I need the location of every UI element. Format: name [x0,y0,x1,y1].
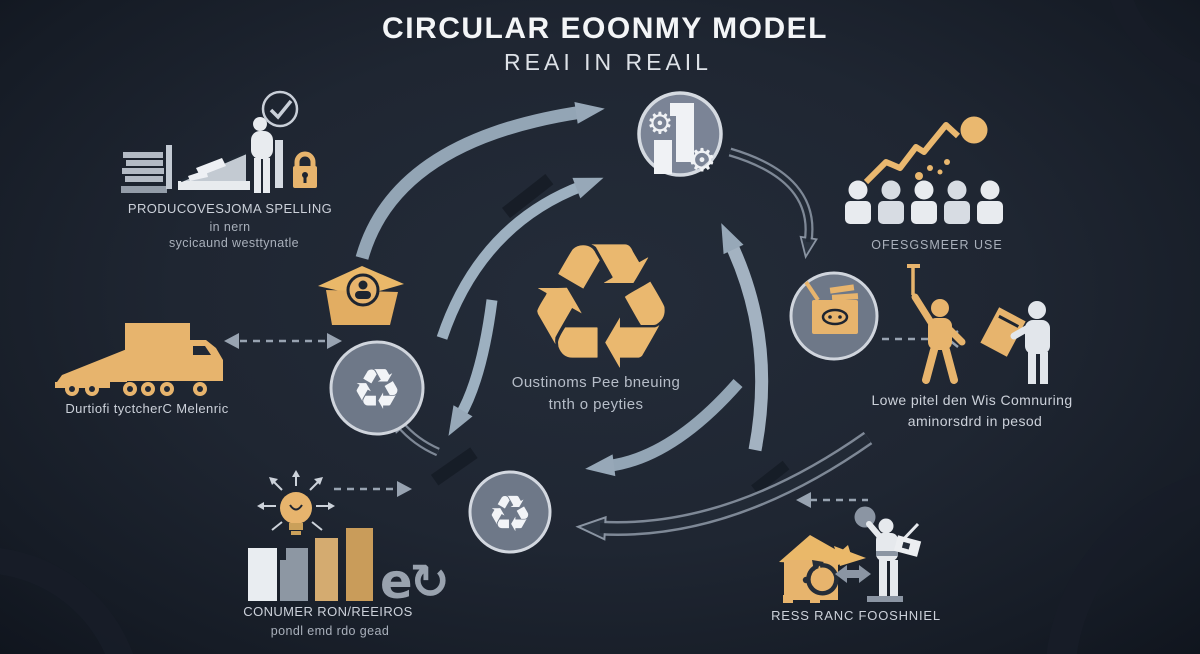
recycle-house-icon [779,535,866,603]
recycle-center-label-1: Oustinoms Pee bneuing [511,374,681,391]
consumer-returns-label-2: pondl emd rdo gead [270,624,390,638]
inner-cycle-arrow-top-left [436,177,604,340]
outer-cycle-arrow-top-left [355,102,605,260]
growth-ball-icon [960,116,988,144]
resource-recovery-label: RESS RANC FOOSHNIEL [771,608,941,623]
check-circle-icon [261,90,299,128]
consumer-returns-label-1: CONUMER RON/REEIROS [243,604,413,619]
bottom-recycle-icon: ♻ [488,485,533,543]
bulb-ray-arrows [257,470,335,531]
gold-person-icon [907,264,966,384]
production-label-1: PRODUCOVESJOMA SPELLING [127,201,333,216]
right-up-cycle-arrow [721,223,769,452]
idea-bars-group: e↻ [248,470,450,610]
bottom-left-cycle-arrow [585,379,743,477]
collection-box-circle [789,271,879,361]
bottom-outlined-arrow-core [599,433,871,534]
sorting-people-icons [907,264,1050,384]
circular-letters-glyph: e↻ [380,554,447,610]
gear-icon: ⚙ [647,107,674,142]
stack-icon [121,152,167,193]
lightbulb-icon [280,492,312,535]
production-label-2: in nern [209,220,251,234]
ramp-icon [178,151,250,190]
white-person-icon [1010,301,1050,384]
bar-chart-icon [248,528,373,601]
consumer-use-label: OFESGSMEER USE [871,238,1003,252]
page-title: CIRCULAR EOONMY MODEL [382,12,828,45]
person-icon [251,117,273,193]
people-row-icons [845,180,1003,224]
bar-icon [166,145,172,189]
bar-icon-2 [275,140,283,188]
gear-to-box-arrow-core [729,149,812,243]
tilted-bin-icon [980,307,1026,357]
production-icons [121,90,317,193]
production-label-3: sycicaund westtynatle [169,236,299,250]
collection-label-1: Lowe pitel den Wis Comnuring [871,392,1073,408]
bottom-recycle-circle: ♻ [468,470,552,554]
page-subtitle: REAI IN REAIL [504,49,712,75]
truck-wheels [65,382,207,396]
package-box-icon [318,266,404,325]
truck-icon [55,323,223,396]
down-left-cycle-arrow [448,299,498,436]
center-recycle-icon: ♻ [523,207,680,410]
consumer-growth-chart [845,116,1003,224]
globe-recycle-circle: ♻ [329,340,425,436]
distribution-label: Durtiofi tyctcherC Melenric [65,401,229,416]
resource-recovery-icons [779,506,922,603]
recovery-person-icon [854,506,922,602]
gear-circle: ⚙ ⚙ [637,91,723,179]
recycle-center-label-2: tnth o peyties [548,396,644,413]
gear-icon-2: ⚙ [688,141,717,179]
gear-to-box-arrow [728,147,818,260]
padlock-icon [293,151,317,188]
double-arrow-icon [835,565,871,583]
collection-label-2: aminorsdrd in pesod [907,413,1043,429]
globe-recycle-icon: ♻ [352,358,402,423]
circular-arrows-icon [802,560,839,596]
